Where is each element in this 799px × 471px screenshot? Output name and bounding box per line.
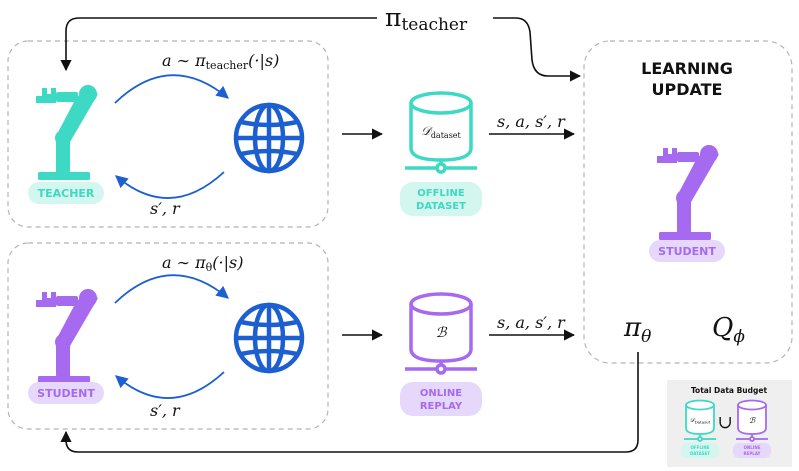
learning-update-panel bbox=[583, 40, 793, 364]
teacher-badge-label: TEACHER bbox=[38, 187, 95, 200]
student-panel bbox=[7, 242, 329, 430]
budget-replay-icon bbox=[736, 399, 768, 442]
student-policy-feedback-arrow bbox=[60, 352, 639, 453]
budget-union-symbol: ∪ bbox=[717, 412, 732, 433]
update-student-badge-label: STUDENT bbox=[658, 245, 716, 258]
replay-symbol: ℬ bbox=[435, 325, 447, 341]
student-feedback-label: s′, r bbox=[150, 401, 181, 420]
offline-dataset-badge-line1: OFFLINE bbox=[417, 188, 465, 199]
online-replay-icon bbox=[405, 292, 477, 375]
transition-label-top: s, a, s′, r bbox=[497, 112, 566, 131]
offline-dataset-icon bbox=[405, 91, 477, 174]
teacher-policy-arrow-right bbox=[493, 17, 582, 82]
teacher-feedback-label: s′, r bbox=[150, 199, 181, 218]
budget-dataset-badge-line2: DATASET bbox=[690, 451, 710, 456]
offline-dataset-badge-line2: DATASET bbox=[416, 201, 466, 212]
update-student-badge bbox=[649, 240, 725, 262]
budget-dataset-badge bbox=[681, 443, 719, 458]
q-phi-label: Qϕ bbox=[712, 313, 745, 347]
teacher-globe-icon bbox=[236, 105, 302, 171]
student-badge-label: STUDENT bbox=[37, 387, 95, 400]
budget-title: Total Data Budget bbox=[691, 386, 768, 395]
teacher-action-label: a ∼ πteacher(·|s) bbox=[162, 51, 279, 72]
pi-theta-label: πθ bbox=[623, 313, 651, 347]
transition-label-bottom: s, a, s′, r bbox=[497, 313, 566, 332]
offline-dataset-badge bbox=[400, 182, 482, 216]
budget-replay-badge-line2: REPLAY bbox=[744, 451, 761, 456]
teacher-panel bbox=[7, 40, 329, 228]
budget-dataset-icon bbox=[684, 399, 716, 442]
online-replay-badge bbox=[400, 382, 482, 416]
student-robot-icon bbox=[36, 289, 98, 384]
budget-replay-badge-line1: ONLINE bbox=[744, 445, 761, 450]
budget-dataset-symbol: 𝒟Dataset bbox=[690, 417, 711, 425]
student-feedback-arrow bbox=[115, 371, 225, 399]
learning-update-title-line1: LEARNING bbox=[641, 59, 733, 78]
student-badge bbox=[28, 382, 104, 404]
update-student-robot-icon bbox=[657, 145, 719, 240]
student-action-arrow bbox=[114, 274, 229, 304]
learning-update-title-line2: UPDATE bbox=[652, 80, 723, 99]
teacher-robot-icon bbox=[36, 85, 98, 180]
budget-replay-symbol: ℬ bbox=[749, 416, 756, 425]
online-replay-badge-line2: REPLAY bbox=[420, 401, 463, 412]
online-replay-badge-line1: ONLINE bbox=[420, 388, 462, 399]
teacher-feedback-arrow bbox=[115, 171, 225, 199]
budget-dataset-badge-line1: OFFLINE bbox=[691, 445, 710, 450]
pi-teacher-label: πteacher bbox=[385, 3, 468, 35]
teacher-action-arrow bbox=[114, 74, 229, 104]
student-action-label: a ∼ πθ(·|s) bbox=[162, 253, 243, 274]
dataset-symbol: 𝒟dataset bbox=[421, 124, 461, 140]
teacher-policy-arrow-left bbox=[60, 17, 377, 72]
budget-replay-badge bbox=[733, 443, 771, 458]
teacher-badge bbox=[28, 182, 104, 204]
student-globe-icon bbox=[236, 305, 302, 371]
